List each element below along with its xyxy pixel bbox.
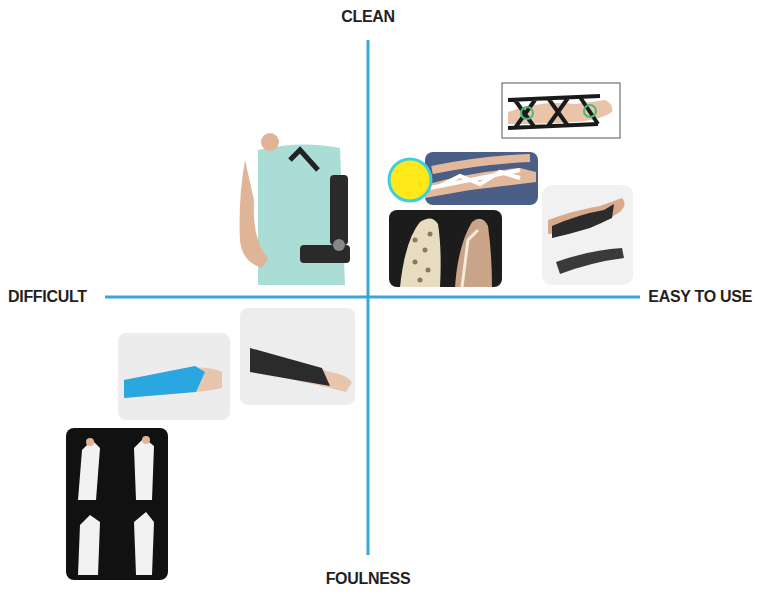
- axis-label: EASY TO USE: [648, 289, 752, 305]
- thermoplastic-splint-photo: [542, 185, 633, 285]
- axis-label: DIFFICULT: [8, 289, 87, 305]
- black-cast-photo: [240, 308, 355, 405]
- highlight-dot: [389, 159, 431, 201]
- lattice-cast-photo: [389, 210, 502, 287]
- blue-cast-photo: [118, 333, 230, 420]
- axis-label: CLEAN: [341, 9, 395, 25]
- lattice-splint-photo: [502, 83, 620, 138]
- printed-splint-photo: [425, 152, 538, 205]
- elbow-brace-photo: [240, 133, 350, 285]
- axis-label: FOULNESS: [326, 571, 411, 587]
- horizontal-axis: [105, 296, 640, 299]
- plaster-cast-photo: [66, 428, 168, 580]
